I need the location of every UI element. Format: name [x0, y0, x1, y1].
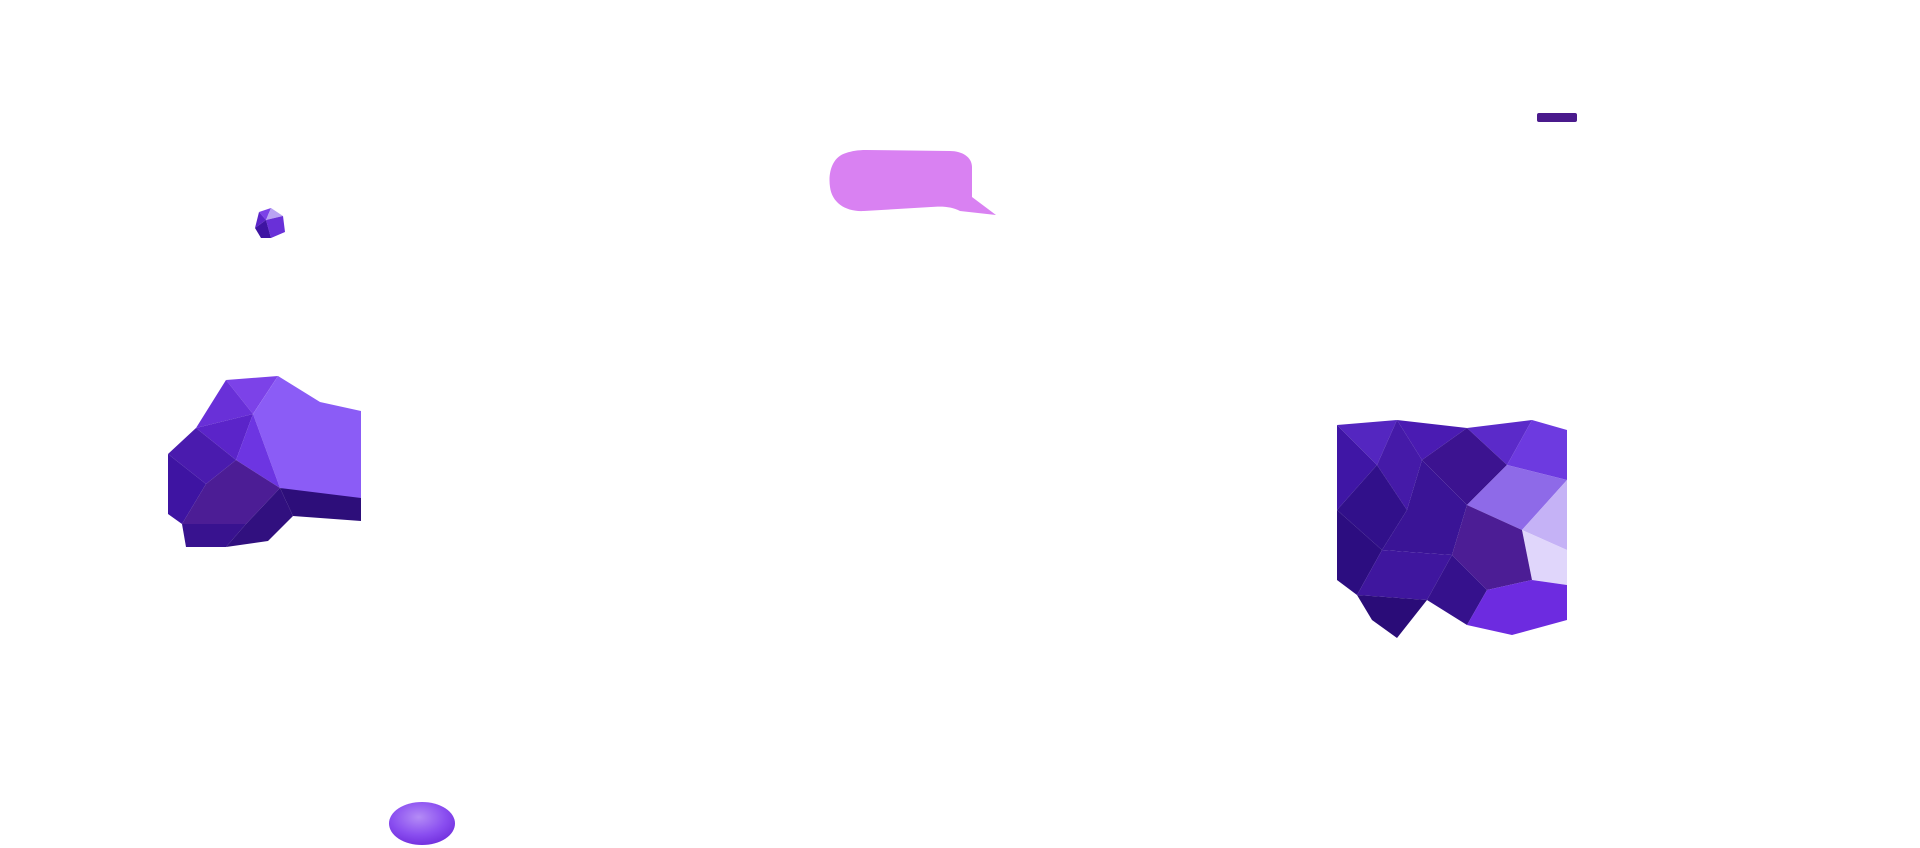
gem-facet	[1452, 505, 1532, 590]
gem-facet	[1467, 420, 1532, 465]
gem-facet	[1397, 420, 1467, 460]
left-gem-decoration	[168, 376, 361, 547]
gem-facet	[255, 212, 266, 228]
gem-facet	[1422, 428, 1507, 505]
gem-facet	[1467, 465, 1567, 530]
mini-gem-decoration	[251, 208, 288, 241]
gem-facet	[226, 376, 278, 414]
bottom-orb-decoration	[389, 802, 455, 845]
gem-facet	[266, 208, 283, 220]
gem-facet	[253, 376, 320, 414]
orb-shape	[389, 802, 455, 845]
gem-facet	[1357, 595, 1427, 638]
gem-facet	[253, 376, 361, 504]
gem-facet	[1337, 425, 1377, 510]
gem-facet	[1337, 420, 1397, 465]
gem-facet	[236, 414, 280, 488]
gem-facet	[1522, 530, 1567, 585]
left-gem-graphic	[168, 376, 361, 547]
gem-facet	[1337, 510, 1382, 595]
gem-facet	[1427, 555, 1487, 625]
top-dash-decoration	[1537, 113, 1577, 122]
gem-facet	[1337, 465, 1407, 550]
bottom-orb-graphic	[389, 802, 455, 845]
blob-shape	[829, 150, 996, 215]
right-gem-graphic	[1337, 420, 1567, 638]
right-gem-decoration	[1337, 420, 1567, 640]
gem-facet	[182, 460, 280, 524]
gem-facet	[1467, 580, 1567, 635]
gem-facet	[255, 220, 271, 238]
top-dash-graphic	[1537, 113, 1577, 122]
gem-facet	[168, 454, 206, 524]
dash-shape	[1537, 113, 1577, 122]
cursor-blob-decoration	[826, 147, 1002, 217]
gem-facet	[168, 428, 236, 484]
gem-facet	[1382, 460, 1467, 555]
gem-facet	[266, 216, 285, 238]
gem-facet	[259, 208, 271, 220]
gem-facet	[1357, 550, 1452, 600]
gem-facet	[196, 380, 253, 428]
gem-facet	[1507, 420, 1567, 480]
gem-facet	[182, 524, 246, 547]
gem-facet	[1522, 480, 1567, 550]
mini-gem-graphic	[255, 208, 285, 238]
gem-facet	[226, 488, 293, 547]
cursor-blob-graphic	[829, 150, 996, 215]
gem-facet	[280, 488, 361, 521]
gem-facet	[196, 414, 253, 460]
gem-facet	[1377, 420, 1422, 510]
